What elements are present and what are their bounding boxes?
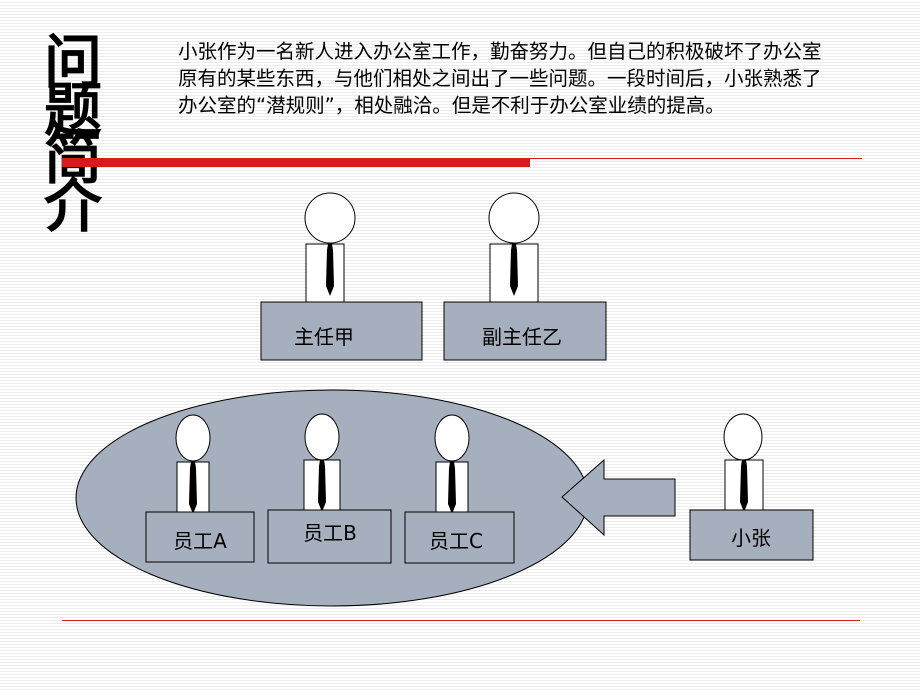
- staff-figure: [175, 414, 211, 514]
- staff-figure: [303, 413, 341, 512]
- newcomer-box: 小张: [689, 509, 814, 561]
- newcomer-figure: [723, 413, 764, 512]
- staff-box: 员工A: [145, 511, 255, 563]
- title-char: 问: [44, 28, 103, 96]
- bottom-divider: [62, 620, 860, 621]
- newcomer-label: 小张: [731, 526, 771, 550]
- staff-label: 员工A: [173, 529, 227, 553]
- leader-figure: [488, 192, 540, 303]
- title-char: 题: [44, 76, 103, 144]
- leader-box: 副主任乙: [443, 301, 607, 361]
- staff-label: 员工B: [303, 521, 357, 545]
- leader-box: 主任甲: [260, 301, 423, 361]
- leader-label: 主任甲: [294, 325, 354, 349]
- staff-box: 员工C: [404, 511, 515, 564]
- title-char: 介: [44, 172, 103, 240]
- left-arrow-icon: [561, 458, 676, 537]
- leader-label: 副主任乙: [482, 325, 562, 349]
- top-divider: [530, 158, 862, 159]
- staff-figure: [434, 414, 470, 514]
- red-accent-bar: [62, 158, 530, 167]
- intro-paragraph: 小张作为一名新人进入办公室工作，勤奋努力。但自己的积极破坏了办公室原有的某些东西…: [178, 40, 822, 117]
- staff-box: 员工B: [267, 509, 392, 564]
- staff-label: 员工C: [429, 529, 483, 553]
- leader-figure: [304, 192, 356, 303]
